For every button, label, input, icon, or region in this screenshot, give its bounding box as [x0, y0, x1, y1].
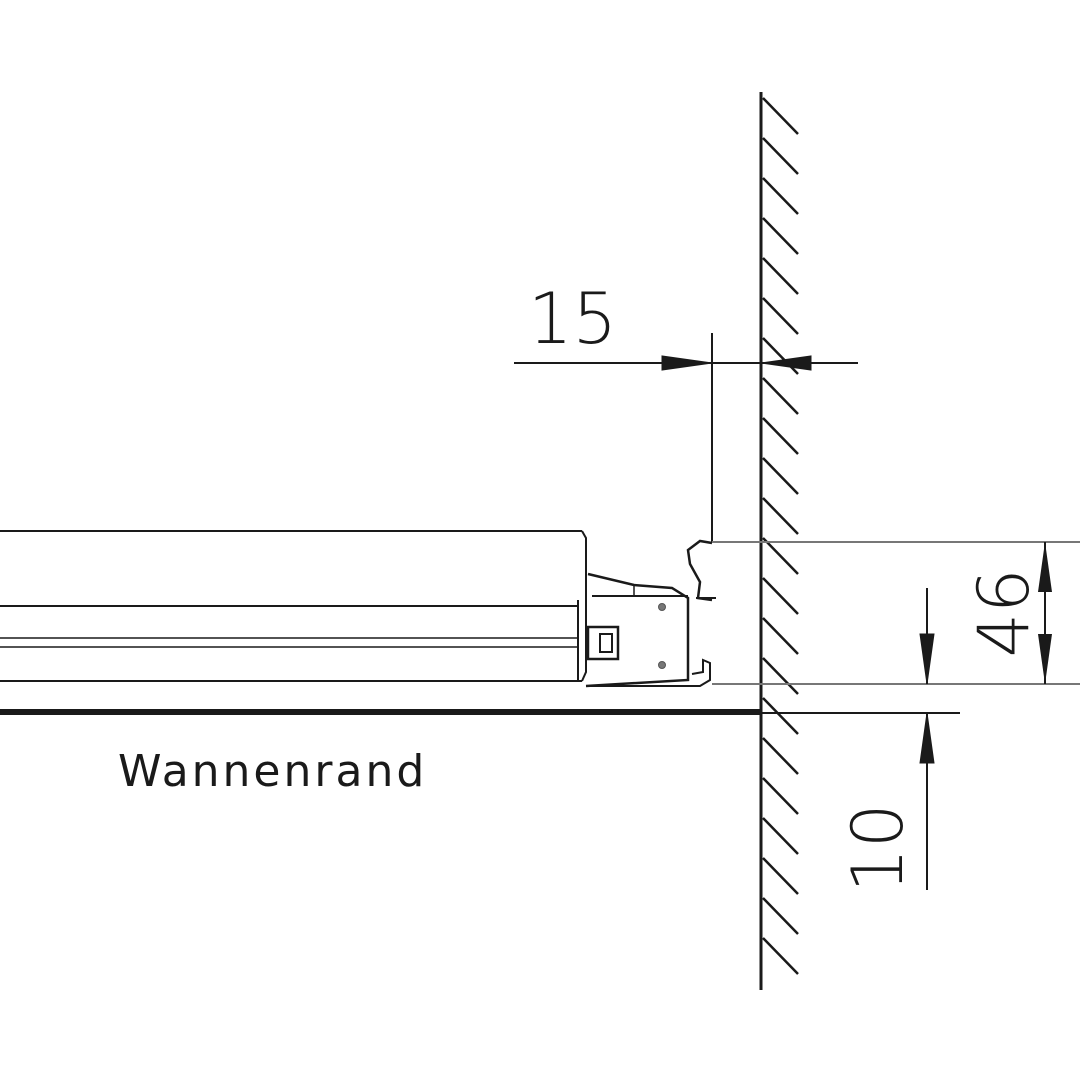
wall-hatch-line	[762, 337, 799, 375]
clip-rivet-top	[658, 603, 666, 611]
panel-end-cap	[581, 530, 587, 682]
dim46-arrow-bottom	[1038, 634, 1052, 684]
dim46-value: 46	[963, 568, 1045, 657]
wall-hatch-line	[762, 377, 799, 415]
dim15-arrow-right	[760, 355, 812, 371]
wall-hatching	[762, 97, 799, 975]
wall-hatch-line	[762, 417, 799, 455]
wall-hatch-line	[762, 97, 799, 135]
dim15-arrow-left	[661, 355, 713, 371]
wall-hatch-line	[762, 617, 799, 655]
wall-hatch-line	[762, 777, 799, 815]
dim10-value: 10	[837, 803, 919, 892]
wall-hatch-line	[762, 577, 799, 615]
wall-hatch-line	[762, 737, 799, 775]
wall-hatch-line	[762, 897, 799, 935]
clip-rivet-bottom	[658, 661, 666, 669]
tub-rim-label: Wannenrand	[118, 746, 427, 797]
wall-hatch-line	[762, 657, 799, 695]
dimension-15: 15	[514, 278, 858, 543]
dim46-arrow-top	[1038, 542, 1052, 592]
dim10-arrow-top	[919, 633, 935, 685]
clip-screw-inner	[599, 633, 613, 653]
wall-hatch-line	[762, 537, 799, 575]
seal-lip	[686, 539, 713, 602]
dim15-value: 15	[528, 278, 617, 360]
clip-base	[586, 658, 711, 687]
wall-hatch-line	[762, 697, 799, 735]
panel-profile	[0, 530, 716, 688]
clip-screw-block	[586, 625, 620, 661]
wall-hatch-line	[762, 857, 799, 895]
wall-hatch-line	[762, 817, 799, 855]
wall-hatch-line	[762, 137, 799, 175]
dimension-10: 10	[761, 588, 960, 893]
wall-hatch-line	[762, 217, 799, 255]
wall-hatch-line	[762, 937, 799, 975]
wall-hatch-line	[762, 497, 799, 535]
wall-hatch-line	[762, 177, 799, 215]
dim10-arrow-bottom	[919, 712, 935, 764]
wall-hatch-line	[762, 257, 799, 295]
dimension-46: 46	[712, 541, 1080, 685]
wall-hatch-line	[762, 297, 799, 335]
clip-upper	[585, 572, 690, 688]
wall-hatch-line	[762, 457, 799, 495]
